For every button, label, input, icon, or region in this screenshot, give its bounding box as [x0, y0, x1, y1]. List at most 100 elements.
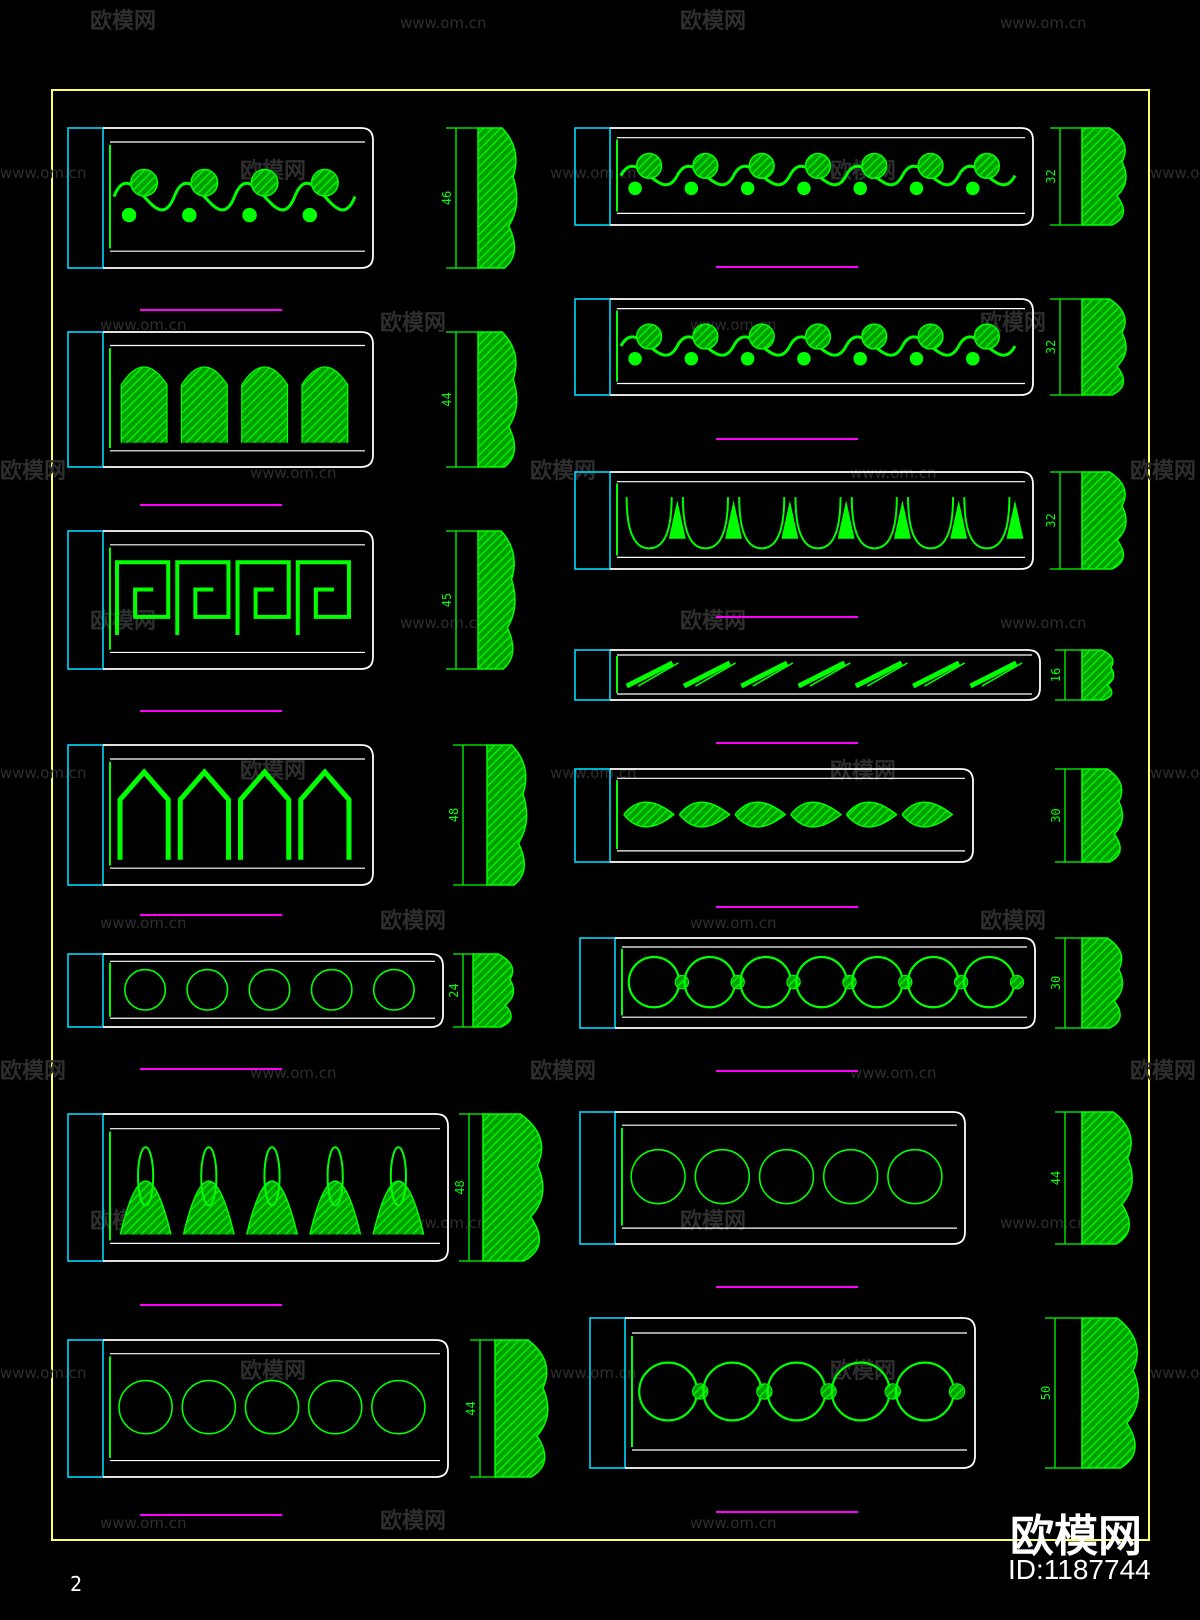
molding-outline: [103, 331, 374, 468]
watermark-brand: 欧模网: [0, 1058, 66, 1084]
molding-outline: [103, 530, 374, 670]
watermark-brand: 欧模网: [980, 908, 1046, 934]
molding-outline: [625, 1317, 976, 1469]
ornament-band: [619, 323, 1017, 366]
watermark-url: www.om.cn: [1000, 14, 1087, 32]
molding-edge: [67, 127, 104, 269]
molding-outline: [610, 471, 1034, 570]
watermark-url: www.om.cn: [400, 614, 487, 632]
profile-section: [1081, 937, 1124, 1029]
molding-outline: [103, 1113, 449, 1262]
watermark-brand: 欧模网: [680, 608, 746, 634]
watermark-url: www.om.cn: [550, 1364, 637, 1382]
egg-and-dart-molding: 32: [574, 471, 1127, 618]
page-number: 2: [70, 1572, 83, 1596]
watermark-brand: 欧模网: [1130, 458, 1196, 484]
ornament-band: [625, 497, 1024, 550]
watermark-url: www.om.cn: [1150, 164, 1200, 182]
profile-section: [477, 331, 518, 468]
watermark-url: www.om.cn: [550, 164, 637, 182]
plain-cornice-with-bead-band: 44: [579, 1111, 1133, 1288]
watermark-url: www.om.cn: [850, 1064, 937, 1082]
watermark-url: www.om.cn: [550, 764, 637, 782]
watermark-url: www.om.cn: [850, 464, 937, 482]
watermark-url: www.om.cn: [250, 1064, 337, 1082]
watermark-brand: 欧模网: [240, 1358, 306, 1384]
grape-vine-molding: 46: [67, 127, 518, 311]
profile-section: [1081, 127, 1127, 226]
brand-id: ID:1187744: [1008, 1554, 1151, 1585]
brand-logo: 欧模网: [1010, 1511, 1142, 1562]
ornament-band: [625, 660, 1023, 689]
watermark-url: www.om.cn: [400, 14, 487, 32]
dimension-label: 32: [1044, 169, 1058, 183]
dimension-label: 32: [1044, 340, 1058, 354]
molding-outline: [103, 953, 444, 1028]
molding-outline: [615, 1111, 966, 1245]
molding-outline: [610, 298, 1034, 396]
ornament-band: [627, 955, 1025, 1009]
ornament-band: [623, 801, 954, 828]
watermark-brand: 欧模网: [0, 458, 66, 484]
dimension-label: 48: [447, 808, 461, 822]
molding-edge: [67, 744, 104, 886]
ornament-band: [117, 768, 352, 860]
bead-reel-molding: 24: [67, 953, 515, 1070]
right-column: 32 32 32 16 30 30 44 50: [574, 127, 1140, 1513]
molding-edge: [67, 331, 104, 468]
watermark-url: www.om.cn: [690, 1514, 777, 1532]
ornament-band: [118, 1379, 426, 1435]
ornament-band: [115, 560, 351, 636]
watermark-url: www.om.cn: [1150, 1364, 1200, 1382]
watermark-url: www.om.cn: [690, 914, 777, 932]
ornament-band: [630, 1148, 943, 1205]
watermark-brand: 欧模网: [530, 1058, 596, 1084]
rope-twist-molding: 16: [574, 649, 1115, 744]
drawing-frame: [51, 89, 1150, 1541]
acanthus-cornice: 48: [67, 1113, 544, 1306]
watermark-url: www.om.cn: [100, 316, 187, 334]
profile-section: [1081, 1111, 1133, 1245]
watermark-url: www.om.cn: [1000, 614, 1087, 632]
left-column: 46 44 45 48 24 48 44: [67, 127, 549, 1516]
dimension-label: 48: [453, 1180, 467, 1194]
laurel-leaf-molding: 30: [574, 768, 1124, 908]
profile-section: [1081, 649, 1115, 701]
dimension-label: 32: [1044, 513, 1058, 527]
dimension-label: 30: [1049, 976, 1063, 990]
watermark-url: www.om.cn: [1150, 764, 1200, 782]
dimension-label: 46: [440, 191, 454, 205]
molding-edge: [579, 1111, 616, 1245]
grape-cluster-molding: 32: [574, 127, 1127, 268]
profile-section: [482, 1113, 544, 1262]
molding-edge: [574, 298, 611, 396]
dimension-label: 44: [1049, 1171, 1063, 1185]
watermark-brand: 欧模网: [680, 8, 746, 34]
molding-edge: [579, 937, 616, 1029]
watermark-brand: 欧模网: [530, 458, 596, 484]
profile-section: [494, 1339, 549, 1478]
ring-and-rope-molding: 50: [589, 1317, 1140, 1513]
watermark-brand: 欧模网: [830, 758, 896, 784]
profile-section: [477, 530, 516, 670]
molding-outline: [615, 937, 1036, 1029]
dimension-label: 24: [447, 983, 461, 997]
molding-edge: [67, 1339, 104, 1478]
greek-key-molding: 45: [67, 530, 516, 712]
molding-edge: [574, 649, 611, 701]
watermark-brand: 欧模网: [680, 1208, 746, 1234]
profile-section: [472, 953, 515, 1028]
plain-cornice-with-beads: 44: [67, 1339, 549, 1516]
dimension-label: 50: [1039, 1386, 1053, 1400]
molding-edge: [574, 471, 611, 570]
molding-outline: [103, 744, 374, 886]
dimension-label: 44: [464, 1401, 478, 1415]
arched-niche-molding: 44: [67, 331, 518, 506]
molding-outline: [610, 649, 1041, 701]
molding-outline: [103, 127, 374, 269]
profile-section: [1081, 1317, 1140, 1469]
profile-section: [477, 127, 518, 269]
molding-edge: [589, 1317, 626, 1469]
profile-section: [1081, 298, 1127, 396]
